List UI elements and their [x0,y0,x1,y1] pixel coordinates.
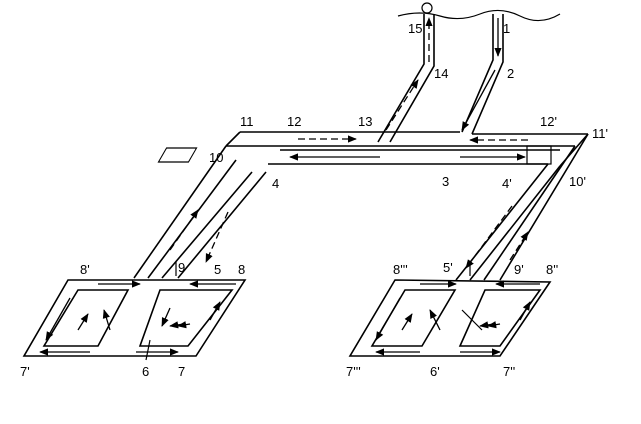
label-1: 1 [503,21,510,36]
intake-shaft [461,14,504,135]
label-5: 5 [214,262,221,277]
label-9: 9 [178,260,185,275]
right-drift [455,133,589,281]
label-8pp: 8'' [546,262,558,277]
label-8: 8 [238,262,245,277]
label-4: 4 [272,176,279,191]
label-3: 3 [442,174,449,189]
label-11p: 11' [592,126,608,141]
main-level [157,131,589,167]
label-8ppp: 8''' [393,262,408,277]
label-13: 13 [358,114,372,129]
label-14: 14 [434,66,448,81]
label-15: 15 [408,21,422,36]
label-4p: 4' [502,176,512,191]
label-7pp: 7'' [503,364,515,379]
left-working-level [22,262,247,361]
label-7: 7 [178,364,185,379]
label-6: 6 [142,364,149,379]
label-2: 2 [507,66,514,81]
label-7p: 7' [20,364,30,379]
left-drift [133,145,267,279]
label-9p: 9' [514,262,524,277]
label-10p: 10' [569,174,586,189]
label-12p: 12' [540,114,557,129]
exhaust-shaft [377,14,435,143]
right-working-level [348,262,552,357]
fan-icon [421,2,433,14]
label-8p: 8' [80,262,90,277]
label-11: 11 [240,114,254,129]
label-12: 12 [287,114,301,129]
label-7ppp: 7''' [346,364,361,379]
label-10: 10 [209,150,223,165]
label-5p: 5' [443,260,453,275]
label-6p: 6' [430,364,440,379]
surface-line [397,9,561,22]
